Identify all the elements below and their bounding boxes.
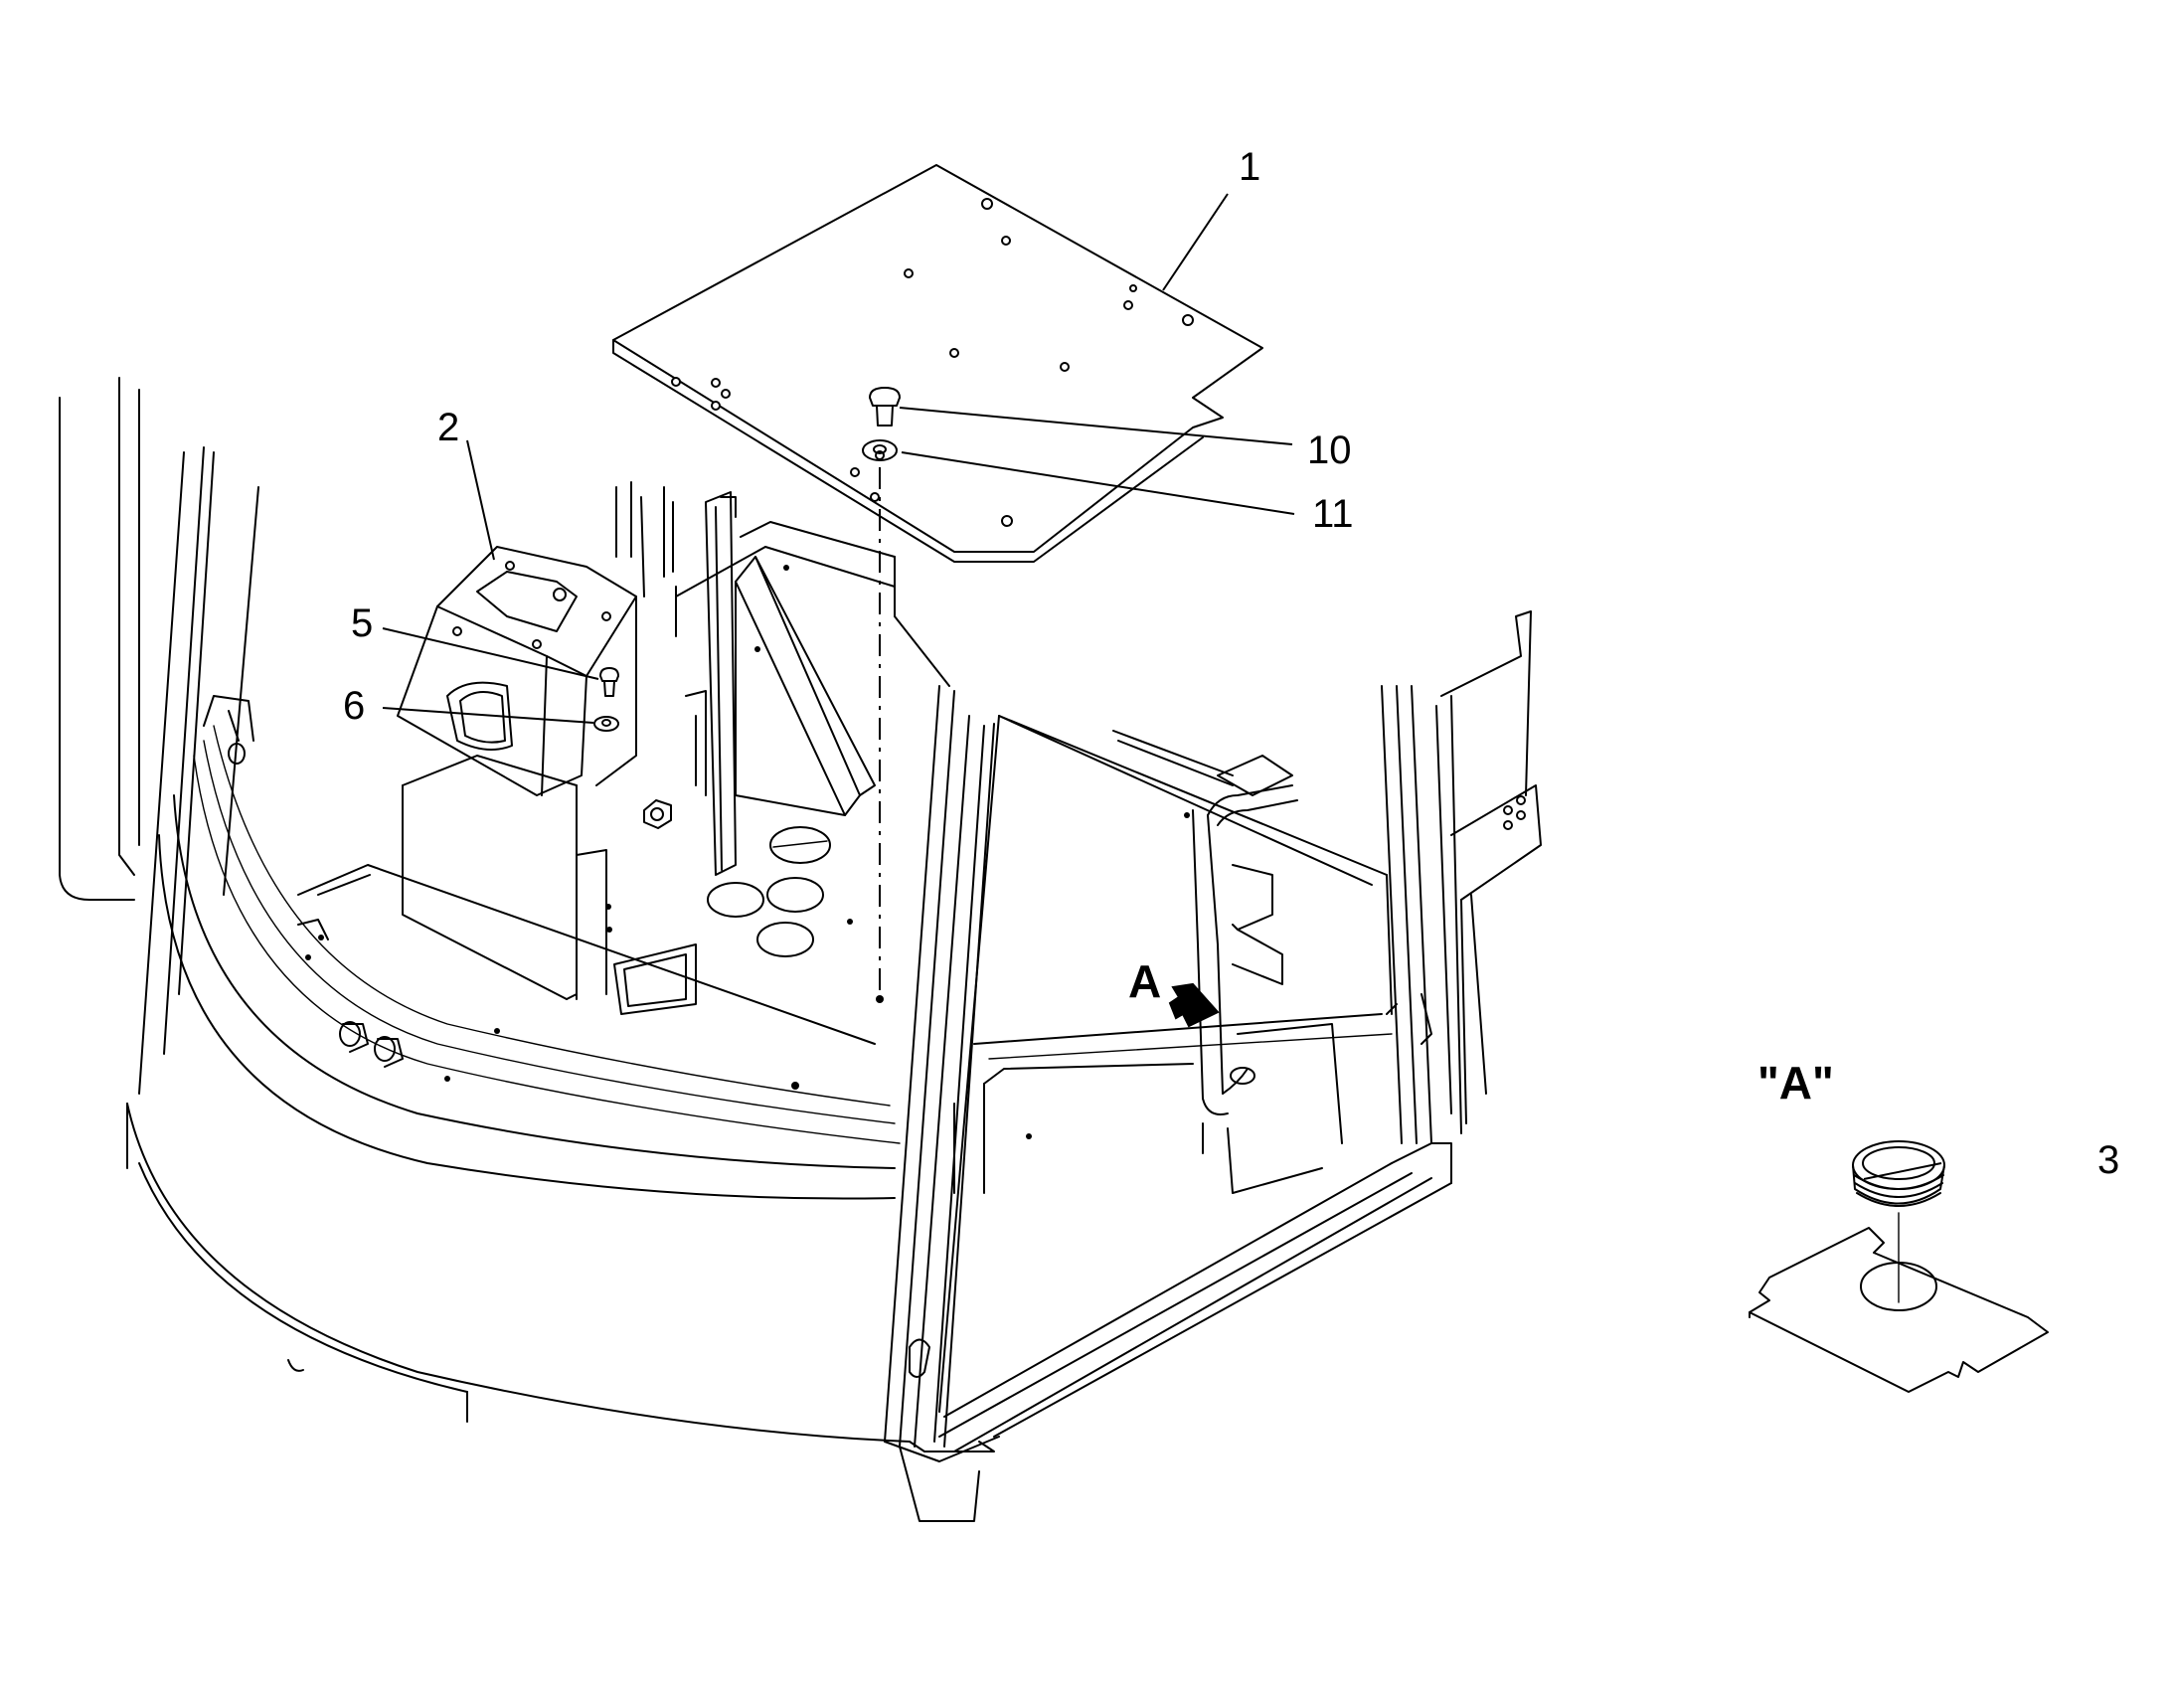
- callout-2: 2: [437, 406, 459, 449]
- callout-6: 6: [343, 684, 365, 728]
- detail-view-a: [1749, 1140, 2049, 1393]
- callout-labels: 1 2 3 5 6 10 11 A "A": [343, 145, 2119, 1182]
- callout-3: 3: [2097, 1138, 2119, 1182]
- callout-5: 5: [351, 601, 373, 645]
- grommet-part-3: [1852, 1140, 1945, 1207]
- cab-body: [59, 377, 1542, 1522]
- bolt-part-10: [869, 387, 901, 427]
- callout-10: 10: [1307, 428, 1352, 472]
- floor-plate-part-1: [612, 164, 1263, 563]
- detail-arrow-label: A: [1128, 955, 1161, 1007]
- callout-1: 1: [1239, 145, 1260, 189]
- callout-11: 11: [1312, 492, 1354, 536]
- bolt-part-5: [599, 667, 619, 697]
- washer-part-6: [593, 716, 619, 732]
- detail-pointer-arrow: [1168, 982, 1220, 1028]
- detail-view-title: "A": [1757, 1057, 1834, 1109]
- washer-part-11: [862, 439, 898, 461]
